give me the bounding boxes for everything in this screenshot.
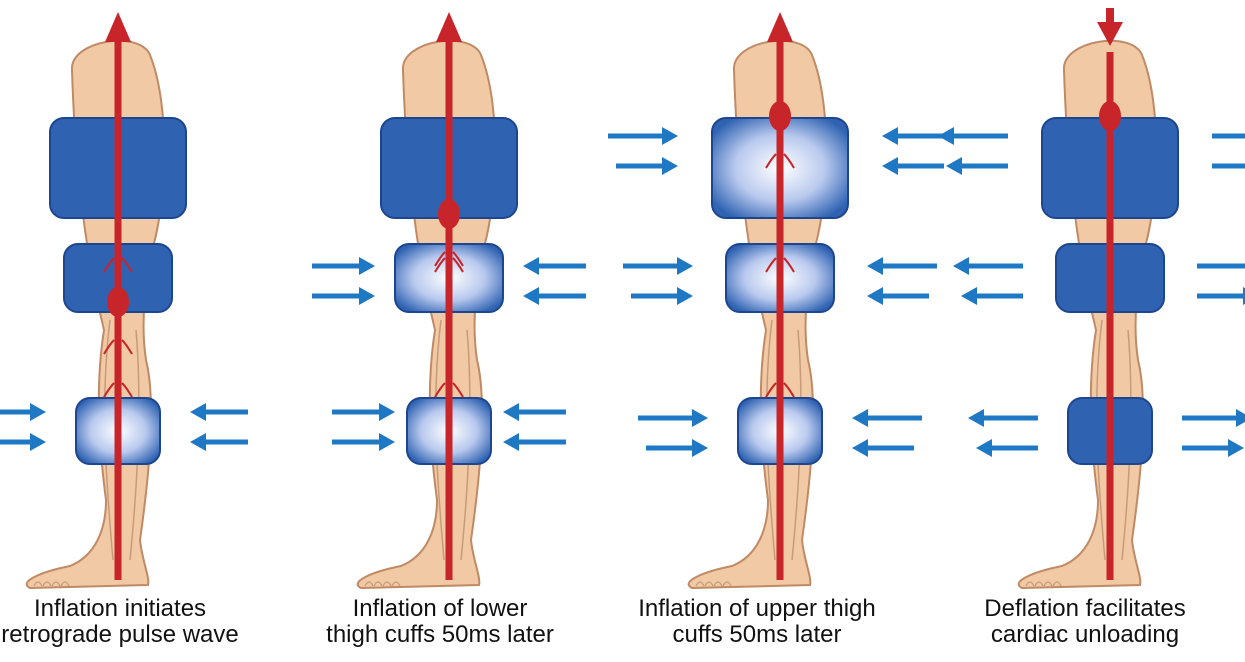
pressure-arrow-head <box>190 433 206 451</box>
pressure-arrow-head <box>852 409 868 427</box>
caption-line: thigh cuffs 50ms later <box>310 622 570 648</box>
panel-3 <box>608 12 952 588</box>
pressure-arrow-head <box>882 127 898 145</box>
caption-line: Inflation of lower <box>310 596 570 622</box>
pressure-arrow-head <box>867 257 883 275</box>
caption-line: cardiac unloading <box>955 622 1215 648</box>
caption-panel-1: Inflation initiates retrograde pulse wav… <box>0 596 250 648</box>
pressure-arrow-head <box>938 127 954 145</box>
caption-panel-2: Inflation of lower thigh cuffs 50ms late… <box>310 596 570 648</box>
pressure-arrow-head <box>692 409 708 427</box>
pressure-arrow-head <box>379 433 395 451</box>
panel-2 <box>312 12 586 588</box>
flow-arrow-up <box>767 12 793 42</box>
caption-line: Deflation facilitates <box>955 596 1215 622</box>
pressure-arrow-head <box>976 439 992 457</box>
pulse-wave-dot <box>769 101 791 131</box>
pressure-arrow-head <box>953 257 969 275</box>
pressure-arrow-head <box>961 287 977 305</box>
pressure-arrow-head <box>523 257 539 275</box>
pressure-arrow-head <box>503 403 519 421</box>
pressure-arrow-head <box>190 403 206 421</box>
pressure-arrow-head <box>379 403 395 421</box>
flow-arrow-shaft <box>1106 8 1114 22</box>
caption-line: retrograde pulse wave <box>0 622 250 648</box>
panel-1 <box>0 12 248 588</box>
pressure-arrow-head <box>30 403 46 421</box>
flow-arrow-up <box>436 12 462 42</box>
caption-panel-4: Deflation facilitates cardiac unloading <box>955 596 1215 648</box>
pressure-arrow-head <box>677 287 693 305</box>
pressure-arrow-head <box>1228 439 1244 457</box>
pressure-arrow-head <box>692 439 708 457</box>
pressure-arrow-head <box>662 157 678 175</box>
pulse-wave-dot <box>438 199 460 229</box>
pressure-arrow-head <box>677 257 693 275</box>
panel-4 <box>938 8 1245 588</box>
pressure-arrow-head <box>1236 409 1245 427</box>
pressure-arrow-head <box>30 433 46 451</box>
pulse-wave-dot <box>1099 101 1121 131</box>
pressure-arrow-head <box>359 287 375 305</box>
pressure-arrow-head <box>867 287 883 305</box>
pressure-arrow-head <box>523 287 539 305</box>
caption-line: Inflation initiates <box>0 596 250 622</box>
caption-panel-3: Inflation of upper thigh cuffs 50ms late… <box>627 596 887 648</box>
pressure-arrow-head <box>503 433 519 451</box>
caption-line: Inflation of upper thigh <box>627 596 887 622</box>
pulse-wave-dot <box>107 287 129 317</box>
flow-arrow-up <box>105 12 131 42</box>
pressure-arrow-head <box>946 157 962 175</box>
pressure-arrow-head <box>359 257 375 275</box>
pressure-arrow-head <box>852 439 868 457</box>
caption-line: cuffs 50ms later <box>627 622 887 648</box>
pressure-arrow-head <box>968 409 984 427</box>
pressure-arrow-head <box>662 127 678 145</box>
pressure-arrow-head <box>882 157 898 175</box>
